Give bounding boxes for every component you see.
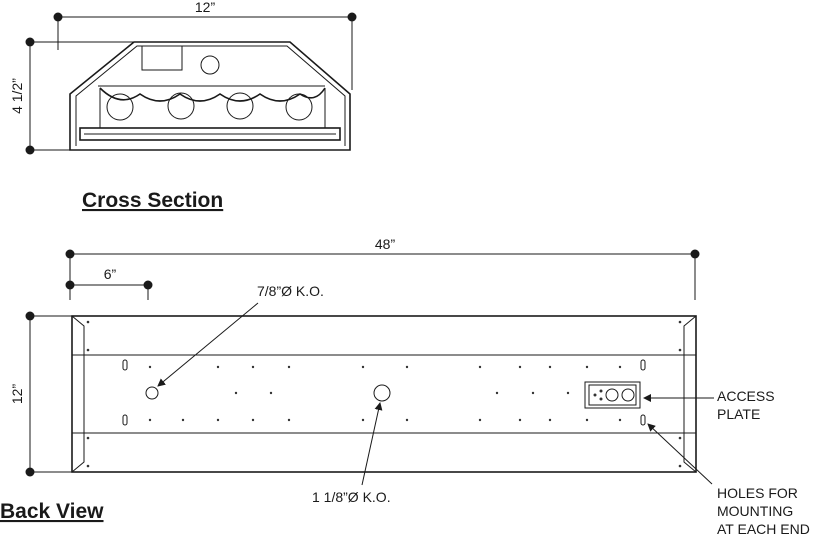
back-view-length-label: 48” — [375, 236, 396, 252]
access-plate-leader: ACCESS PLATE — [643, 388, 775, 422]
back-view-width-dimension: 12” — [9, 311, 72, 477]
mounting-holes-label-line3: AT EACH END — [717, 521, 810, 537]
back-view-width-label: 12” — [9, 384, 25, 405]
cross-section-height-dimension: 4 1/2” — [9, 37, 140, 155]
access-plate — [584, 381, 641, 409]
access-plate-label-line2: PLATE — [717, 406, 760, 422]
cross-section-width-dimension: 12” — [53, 0, 357, 90]
back-view-offset-dimension: 6” — [65, 266, 153, 300]
ko-small-label: 7/8”Ø K.O. — [257, 283, 324, 299]
mounting-holes-label-line1: HOLES FOR — [717, 485, 798, 501]
ko-small-leader: 7/8”Ø K.O. — [157, 283, 324, 387]
ko-large-label: 1 1/8”Ø K.O. — [312, 489, 391, 505]
cross-section-height-label: 4 1/2” — [9, 78, 25, 114]
access-plate-label-line1: ACCESS — [717, 388, 775, 404]
ko-large-leader: 1 1/8”Ø K.O. — [312, 402, 391, 505]
back-view-title: Back View — [0, 500, 104, 523]
cross-section-housing — [69, 41, 351, 151]
cross-section-width-label: 12” — [195, 0, 216, 15]
back-view-length-dimension: 48” — [65, 236, 700, 300]
mounting-holes-leader: HOLES FOR MOUNTING AT EACH END — [647, 423, 810, 537]
cross-section-title: Cross Section — [82, 189, 223, 212]
back-view-offset-label: 6” — [104, 266, 117, 282]
back-view-housing — [71, 315, 697, 473]
mounting-holes-label-line2: MOUNTING — [717, 503, 793, 519]
